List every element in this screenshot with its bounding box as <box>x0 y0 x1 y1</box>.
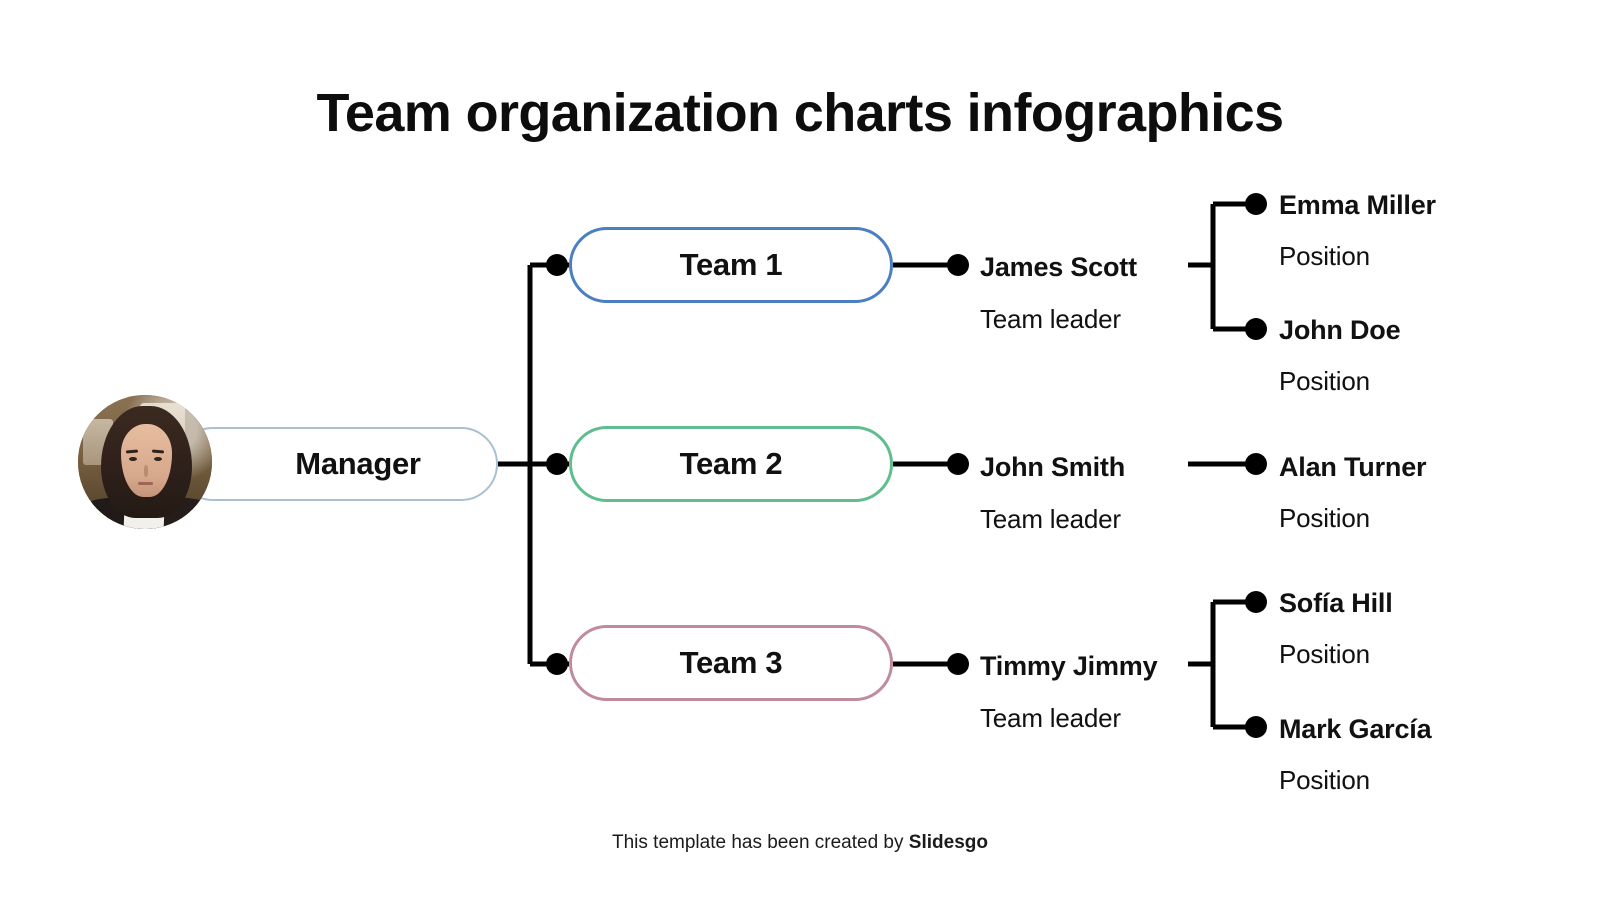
footer-text: This template has been created by <box>612 832 909 853</box>
leader-role-1: Team leader <box>980 304 1121 334</box>
team-leader-3: Timmy Jimmy Team leader <box>980 651 1190 734</box>
manager-label: Manager <box>295 446 421 481</box>
node-dot-leader-2 <box>947 453 969 475</box>
avatar-nose <box>143 464 148 477</box>
avatar-face <box>120 424 172 497</box>
avatar <box>78 395 212 529</box>
leader-name-2: John Smith <box>980 452 1125 482</box>
node-dot-member-2-1 <box>1245 453 1267 475</box>
team-leader-1: James Scott Team leader <box>980 252 1190 335</box>
node-dot-member-3-2 <box>1245 716 1267 738</box>
member-name-2-1: Alan Turner <box>1279 452 1427 482</box>
footer-credit: This template has been created by Slides… <box>0 832 1600 854</box>
team-node-3[interactable]: Team 3 <box>569 625 893 701</box>
avatar-mouth <box>138 482 154 486</box>
team-member-1-2: John Doe Position <box>1279 315 1579 397</box>
member-name-1-2: John Doe <box>1279 315 1401 345</box>
member-name-1-1: Emma Miller <box>1279 190 1436 220</box>
manager-node[interactable]: Manager <box>176 427 498 501</box>
leader-name-3: Timmy Jimmy <box>980 651 1158 681</box>
team-member-3-1: Sofía Hill Position <box>1279 588 1579 670</box>
member-position-2-1: Position <box>1279 503 1370 533</box>
leader-role-2: Team leader <box>980 504 1121 534</box>
node-dot-member-3-1 <box>1245 591 1267 613</box>
team-node-1[interactable]: Team 1 <box>569 227 893 303</box>
node-dot-leader-1 <box>947 254 969 276</box>
node-dot-team-1 <box>546 254 568 276</box>
node-dot-member-1-2 <box>1245 318 1267 340</box>
member-position-3-2: Position <box>1279 765 1370 795</box>
node-dot-leader-3 <box>947 653 969 675</box>
team-member-2-1: Alan Turner Position <box>1279 452 1579 534</box>
member-position-1-2: Position <box>1279 366 1370 396</box>
node-dot-member-1-1 <box>1245 193 1267 215</box>
member-position-3-1: Position <box>1279 639 1370 669</box>
node-dot-team-2 <box>546 453 568 475</box>
avatar-eye-right <box>153 456 162 461</box>
leader-name-1: James Scott <box>980 252 1137 282</box>
member-position-1-1: Position <box>1279 241 1370 271</box>
member-name-3-2: Mark García <box>1279 714 1432 744</box>
member-name-3-1: Sofía Hill <box>1279 588 1393 618</box>
leader-role-3: Team leader <box>980 703 1121 733</box>
page-title: Team organization charts infographics <box>316 83 1285 143</box>
team-node-2[interactable]: Team 2 <box>569 426 893 502</box>
team-label-3: Team 3 <box>679 645 783 680</box>
footer-brand: Slidesgo <box>908 832 988 853</box>
team-label-1: Team 1 <box>679 247 783 282</box>
team-member-1-1: Emma Miller Position <box>1279 190 1579 272</box>
node-dot-team-3 <box>546 653 568 675</box>
team-leader-2: John Smith Team leader <box>980 452 1190 535</box>
team-member-3-2: Mark García Position <box>1279 714 1579 796</box>
team-label-2: Team 2 <box>679 446 783 481</box>
avatar-eye-left <box>128 456 137 461</box>
